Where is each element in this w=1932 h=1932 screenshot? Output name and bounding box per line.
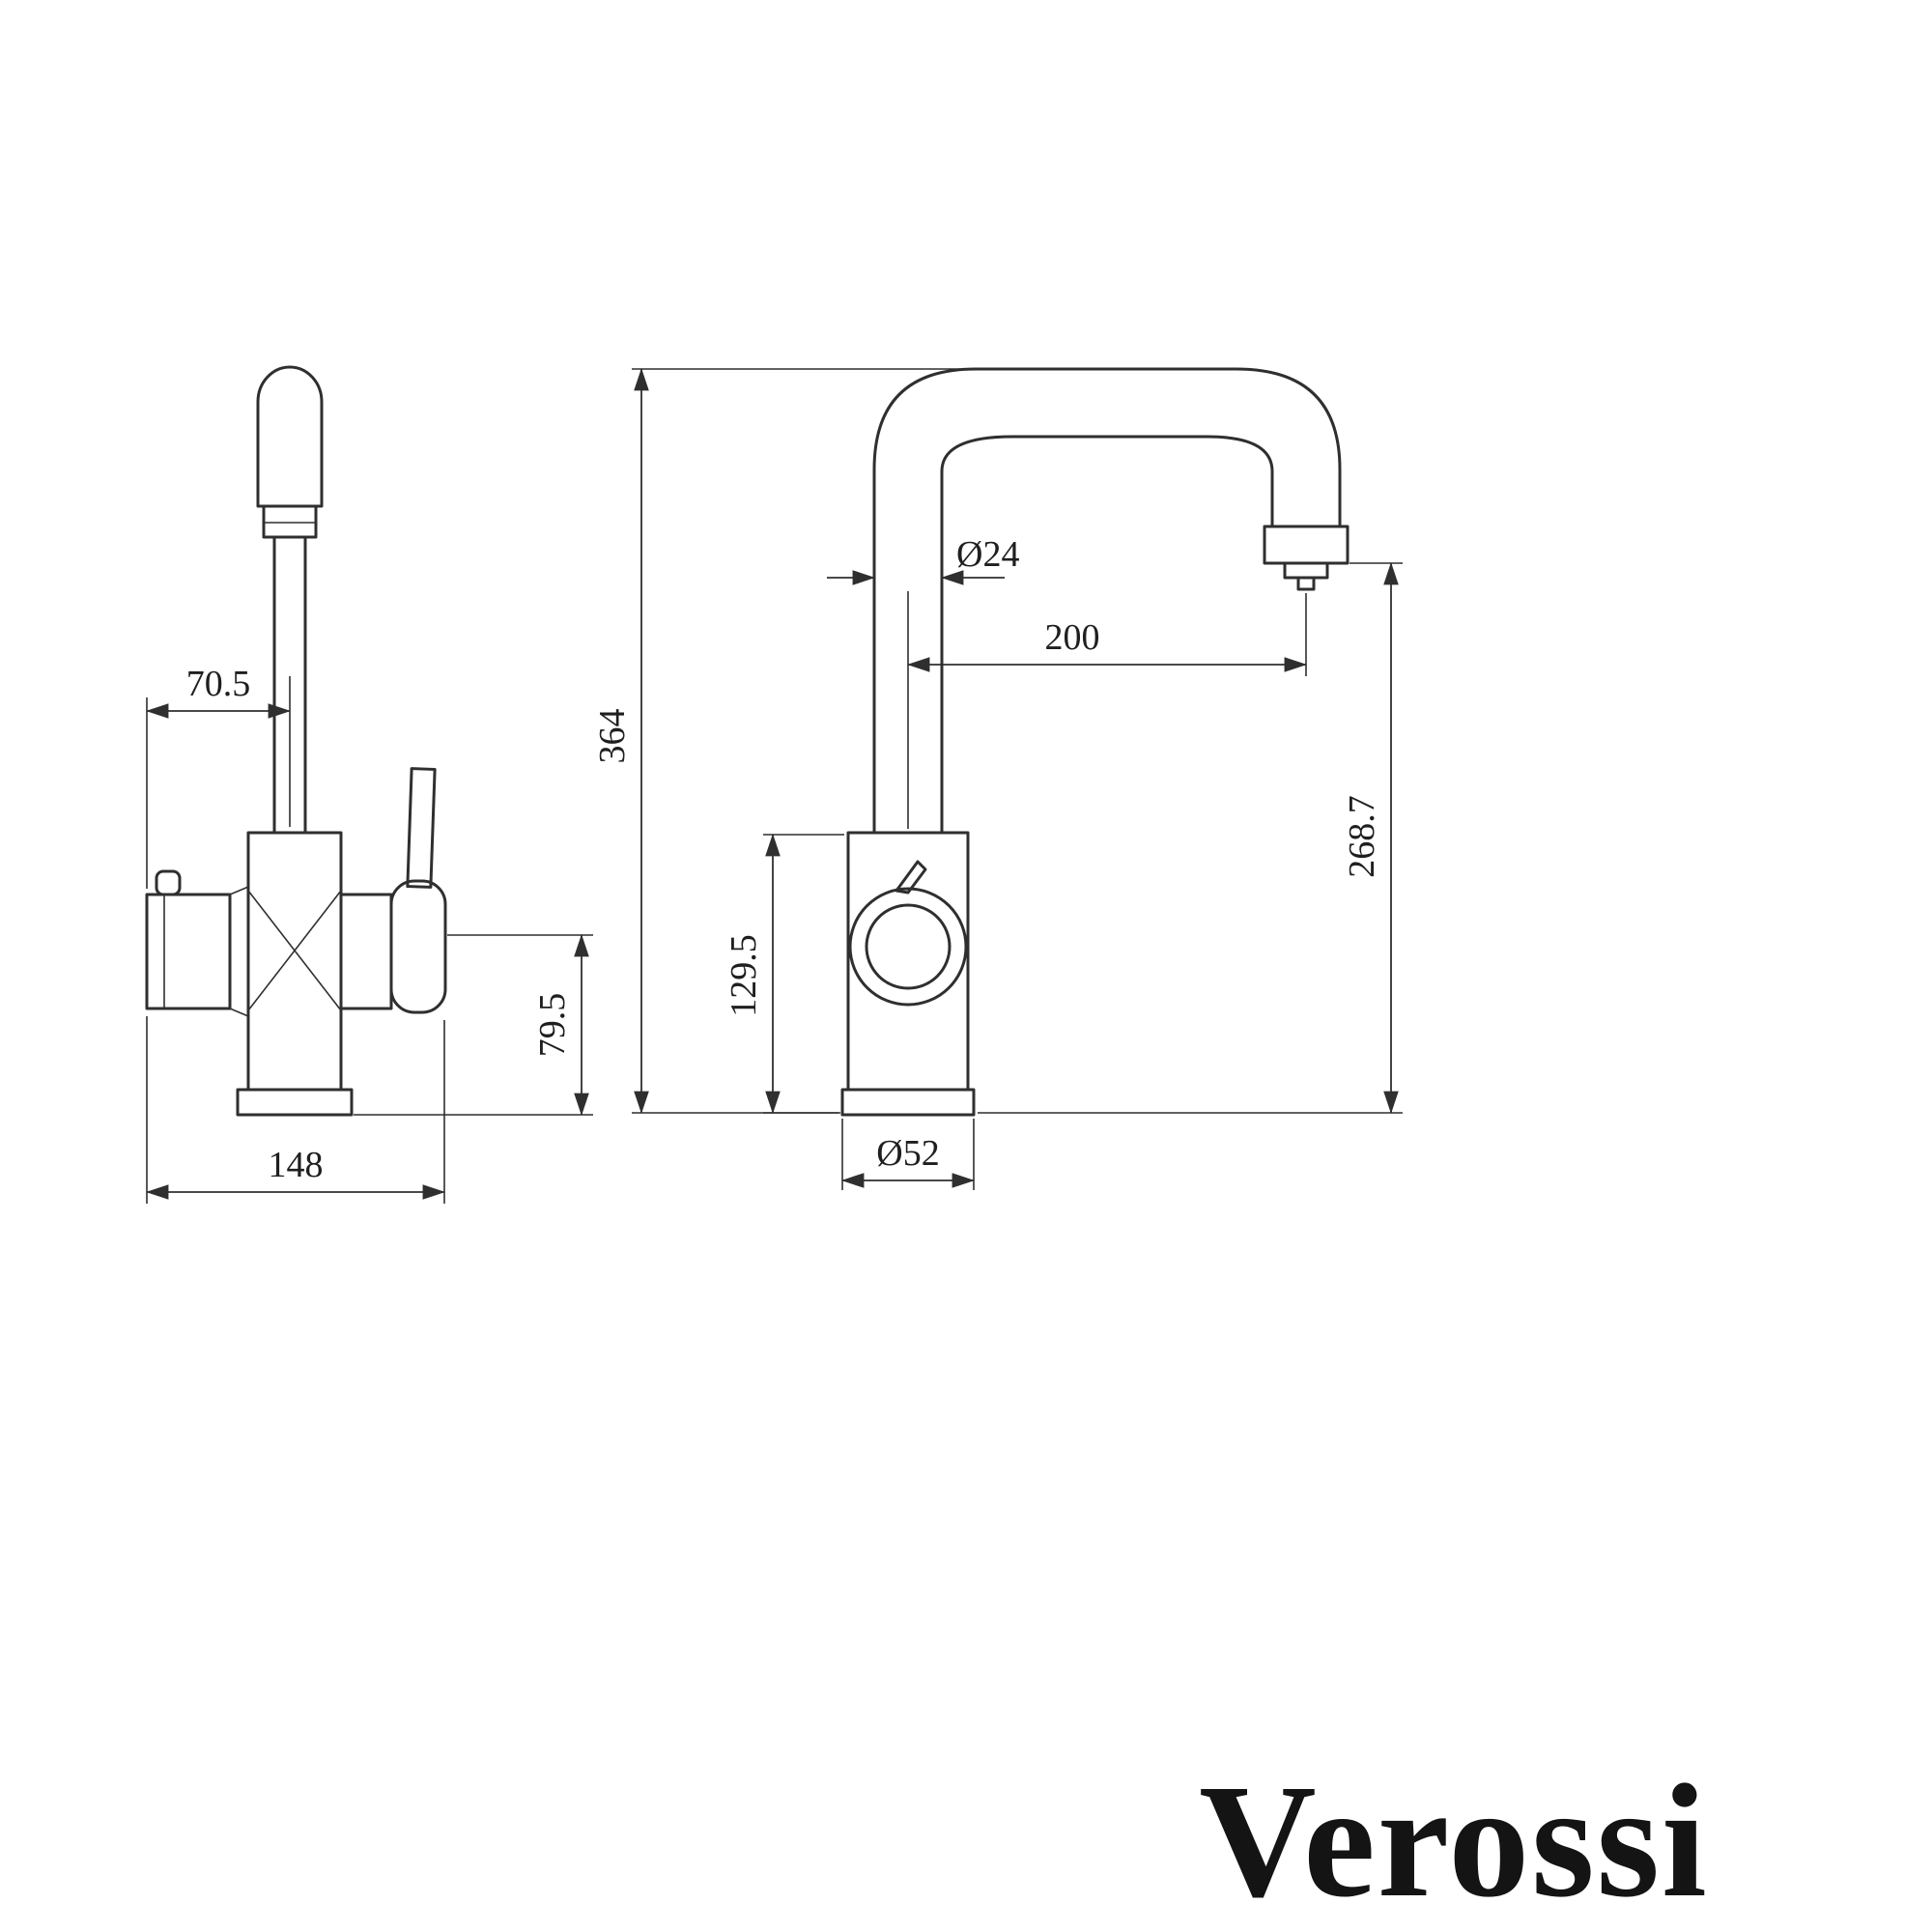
- side-base: [236, 1088, 354, 1117]
- body-cross-line-2: [247, 890, 342, 1011]
- spout-nozzle: [1296, 576, 1316, 591]
- spout-outer-edge: [872, 367, 1342, 835]
- dim-label-spout-drop: 79.5: [532, 993, 573, 1058]
- front-base: [840, 1088, 976, 1117]
- dim-label-body-height: 129.5: [724, 934, 764, 1017]
- spout-inner-edge: [940, 435, 1274, 835]
- brand-logo: Verossi: [1199, 1751, 1708, 1931]
- left-arm-button: [155, 869, 182, 896]
- side-left-arm: [145, 869, 249, 1017]
- dim-label-tube-diameter: Ø24: [956, 534, 1019, 575]
- dial-inner-knob: [865, 903, 952, 990]
- handle-hub: [389, 879, 447, 1014]
- dim-reach: 200: [907, 593, 1307, 676]
- dim-label-outlet-height: 268.7: [1342, 795, 1382, 878]
- dim-label-total-height: 364: [592, 709, 633, 764]
- dial-lever: [895, 860, 927, 895]
- dim-base-width: 148: [146, 1016, 445, 1204]
- front-spout-tube: [872, 367, 1350, 835]
- dim-label-reach: 200: [1045, 617, 1100, 658]
- side-view: 70.5 148 79.5: [145, 365, 593, 1204]
- dim-spout-drop: 79.5: [354, 934, 593, 1116]
- dim-handle-offset: 70.5: [146, 664, 291, 889]
- dim-outlet-height: 268.7: [978, 562, 1403, 1114]
- handle-lever: [406, 767, 437, 889]
- dim-label-base-width: 148: [269, 1145, 324, 1185]
- left-arm-taper-bottom: [229, 1008, 249, 1017]
- front-view: 364 Ø24 200 268.7: [592, 367, 1403, 1190]
- left-arm-taper-top: [229, 886, 249, 895]
- dim-base-diameter: Ø52: [841, 1119, 975, 1190]
- dim-tube-diameter: Ø24: [827, 534, 1019, 585]
- dim-label-handle-offset: 70.5: [186, 664, 251, 704]
- dial-outer-ring: [848, 887, 968, 1007]
- spout-capsule: [256, 365, 324, 508]
- side-handle: [339, 767, 447, 1014]
- dim-label-base-diameter: Ø52: [876, 1133, 939, 1174]
- left-arm-cylinder: [145, 893, 232, 1010]
- dim-body-height: 129.5: [724, 834, 844, 1114]
